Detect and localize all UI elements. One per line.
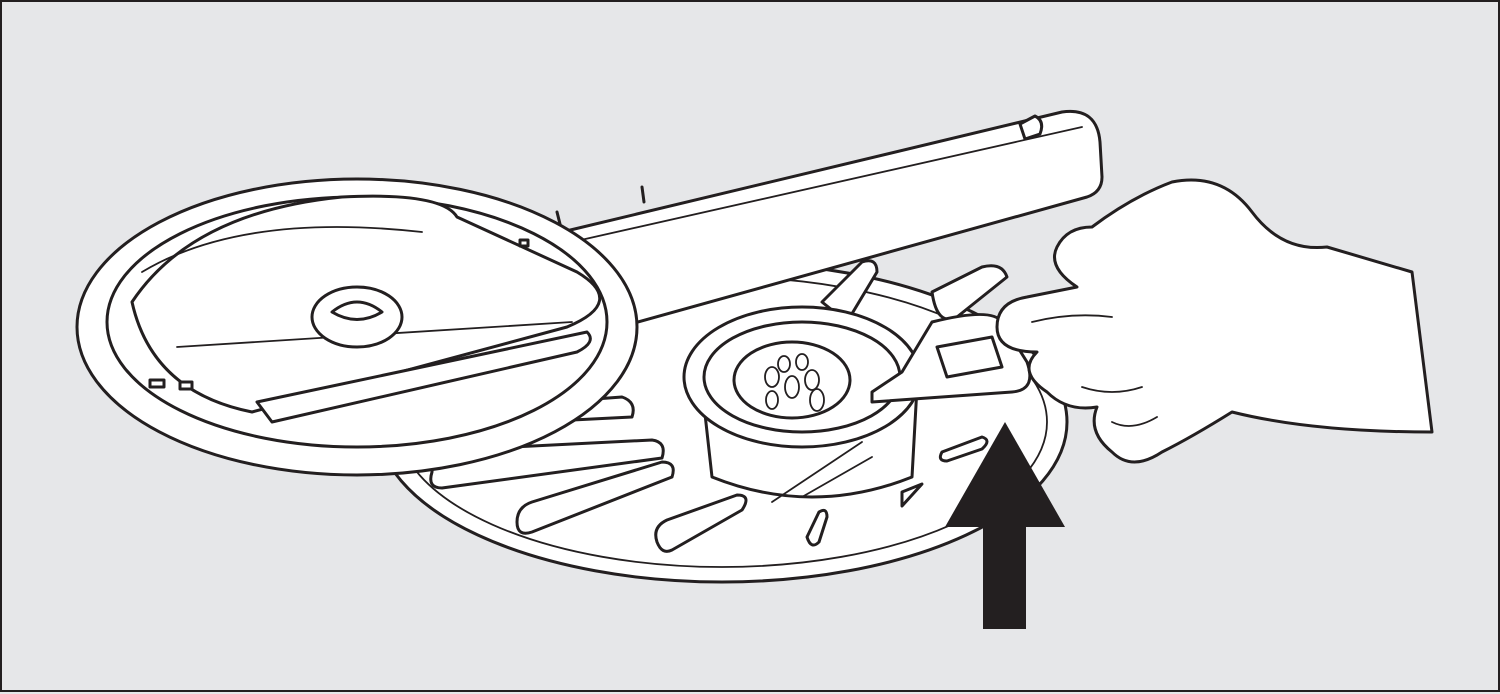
filter-handle: [870, 313, 1032, 404]
up-arrow: [945, 422, 1065, 629]
filter-holes: [764, 353, 825, 412]
spray-ring: [75, 177, 639, 477]
filter-cylinder: [682, 305, 924, 508]
spray-arm: [555, 109, 1104, 334]
hand: [995, 178, 1434, 464]
